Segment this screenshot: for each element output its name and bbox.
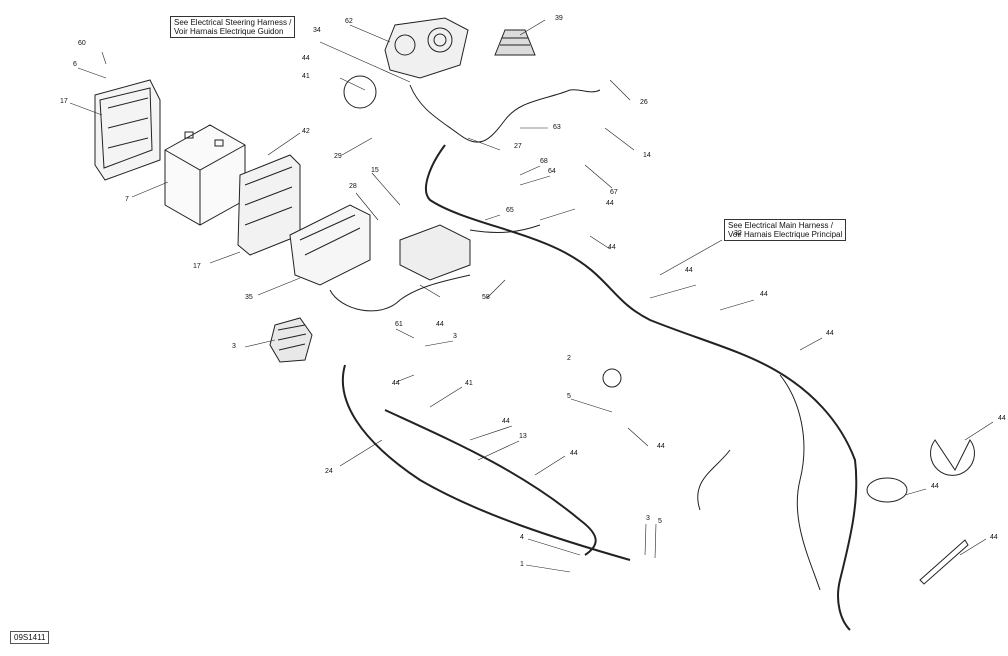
callout-62: 62 (345, 18, 353, 25)
cable-13 (384, 409, 597, 556)
callout-44: 44 (502, 418, 510, 425)
callout-44: 44 (302, 55, 310, 62)
callout-41: 41 (465, 380, 473, 387)
callout-7: 7 (125, 196, 129, 203)
battery-tray (94, 79, 161, 181)
callout-44: 44 (998, 415, 1006, 422)
steering-harness-note: See Electrical Steering Harness / Voir H… (170, 16, 296, 38)
callout-3: 3 (232, 343, 236, 350)
main-harness (425, 144, 858, 631)
fuse-box-bracket (289, 204, 371, 286)
steering-harness (409, 84, 601, 143)
tie-straps (343, 75, 975, 585)
callout-28: 28 (349, 183, 357, 190)
callout-3: 3 (453, 333, 457, 340)
leader-lines (69, 19, 994, 573)
callout-63: 63 (553, 124, 561, 131)
steering-note-line-1: See Electrical Steering Harness / (174, 18, 292, 27)
battery (164, 124, 246, 226)
callout-29: 29 (334, 153, 342, 160)
ecu-module (399, 224, 471, 281)
callout-65: 65 (506, 207, 514, 214)
callout-44: 44 (931, 483, 939, 490)
callout-58: 58 (482, 294, 490, 301)
rear-loop-wire (697, 449, 731, 511)
main-harness-note: See Electrical Main Harness / Voir Harna… (724, 219, 847, 241)
drawing-code: 09S1411 (10, 631, 50, 644)
rear-harness (779, 374, 821, 591)
callout-44: 44 (990, 534, 998, 541)
rubber-boot (494, 29, 536, 56)
callout-68: 68 (540, 158, 548, 165)
harness-branch (469, 224, 541, 233)
callout-42: 42 (302, 128, 310, 135)
callout-5: 5 (567, 393, 571, 400)
main-note-line-2: Voir Harnais Electrique Principal (728, 230, 843, 239)
callout-5: 5 (658, 518, 662, 525)
cable-24 (341, 364, 631, 561)
callout-60: 60 (78, 40, 86, 47)
callout-15: 15 (371, 167, 379, 174)
relay (269, 317, 313, 363)
callout-6: 6 (73, 61, 77, 68)
callout-44: 44 (657, 443, 665, 450)
callout-44: 44 (608, 244, 616, 251)
callout-64: 64 (548, 168, 556, 175)
callout-2: 2 (567, 355, 571, 362)
callout-44: 44 (436, 321, 444, 328)
callout-67: 67 (610, 189, 618, 196)
harness-branch-fuse (329, 274, 471, 312)
main-note-line-1: See Electrical Main Harness / (728, 221, 833, 230)
callout-41: 41 (302, 73, 310, 80)
callout-34: 34 (313, 27, 321, 34)
gauge-cluster (384, 17, 469, 79)
callout-44: 44 (392, 380, 400, 387)
callout-14: 14 (643, 152, 651, 159)
callout-44: 44 (685, 267, 693, 274)
callout-17: 17 (193, 263, 201, 270)
callout-1: 1 (520, 561, 524, 568)
callout-35: 35 (245, 294, 253, 301)
callout-4: 4 (520, 534, 524, 541)
callout-27: 27 (514, 143, 522, 150)
callout-3: 3 (646, 515, 650, 522)
callout-44: 44 (606, 200, 614, 207)
callout-13: 13 (519, 433, 527, 440)
callout-32: 32 (734, 230, 742, 237)
callout-44: 44 (760, 291, 768, 298)
callout-17: 17 (60, 98, 68, 105)
callout-24: 24 (325, 468, 333, 475)
callout-44: 44 (570, 450, 578, 457)
callout-26: 26 (640, 99, 648, 106)
callout-39: 39 (555, 15, 563, 22)
callout-44: 44 (826, 330, 834, 337)
steering-note-line-2: Voir Harnais Electrique Guidon (174, 27, 284, 36)
callout-61: 61 (395, 321, 403, 328)
